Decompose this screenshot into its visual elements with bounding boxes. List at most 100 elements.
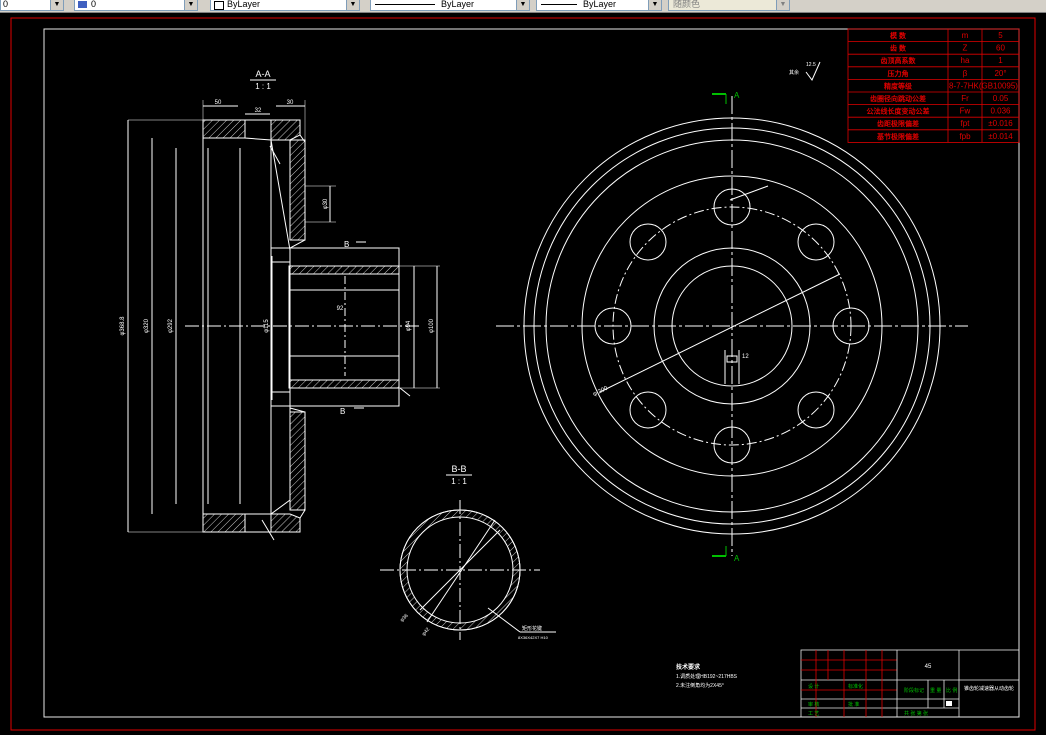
title-block-scale-label: 比 例 xyxy=(946,687,957,694)
param-name: 基节极限偏差 xyxy=(876,132,919,141)
param-symbol: Z xyxy=(963,44,968,53)
chevron-down-icon[interactable]: ▼ xyxy=(184,0,197,10)
title-block-approve-label: 批 准 xyxy=(848,701,859,708)
spline-note-line1: 矩形花键 xyxy=(522,625,542,632)
layer-state-combo[interactable]: 0 ▼ xyxy=(0,0,64,11)
dim-top-width-2: 32 xyxy=(255,108,262,114)
dim-bb-1: φ36 xyxy=(399,613,410,624)
linetype-value: ByLayer xyxy=(441,0,475,9)
param-value: 0.05 xyxy=(993,94,1009,103)
title-block-drawing-name: 锥齿轮减速器从动齿轮 xyxy=(964,685,1014,692)
param-value: 1 xyxy=(998,56,1003,65)
title-block-material: 45 xyxy=(925,664,932,670)
lineweight-combo[interactable]: ByLayer ▼ xyxy=(536,0,662,11)
section-bb-title: B-B xyxy=(451,464,466,474)
dim-hub-diameter: φ115 xyxy=(264,319,270,333)
rim-top-hatch xyxy=(202,119,246,139)
dim-bore-diameter: φ100 xyxy=(429,318,435,333)
param-name: 齿 数 xyxy=(890,44,907,53)
chevron-down-icon[interactable]: ▼ xyxy=(516,0,529,10)
param-name: 精度等级 xyxy=(884,81,913,90)
linetype-preview-icon xyxy=(375,4,435,5)
web-bottom-hatch xyxy=(289,411,306,511)
label-b-top: B xyxy=(344,240,349,249)
param-symbol: fpt xyxy=(961,119,971,128)
dim-hub-bore-d: φ94 xyxy=(406,320,412,331)
layer-icon xyxy=(78,1,87,8)
param-name: 模 数 xyxy=(890,31,907,40)
title-block-weight-label: 重 量 xyxy=(930,687,941,694)
label-b-bottom: B xyxy=(340,407,345,416)
title-block-standard-label: 标准化 xyxy=(848,683,863,690)
param-symbol: ha xyxy=(961,56,970,65)
dim-hole-diameter: φ30 xyxy=(323,198,329,209)
properties-toolbar: 0 ▼ 0 ▼ ByLayer ▼ ByLayer ▼ ByLayer ▼ 随颜… xyxy=(0,0,1046,13)
section-aa-view: A-A 1 : 1 φ368.8 φ320 xyxy=(120,69,440,541)
title-block-design-label: 设 计 xyxy=(808,683,819,690)
hub-bottom-hatch xyxy=(288,379,400,389)
param-value: 5 xyxy=(998,31,1003,40)
plotstyle-combo[interactable]: 随颜色 ▼ xyxy=(668,0,790,11)
layer-value: 0 xyxy=(91,0,97,9)
param-value: 0.036 xyxy=(990,107,1011,116)
sheet-outer-border xyxy=(10,17,1036,731)
hub-top-hatch xyxy=(288,265,400,275)
dim-bb-2: φ42 xyxy=(421,627,431,638)
linetype-combo[interactable]: ByLayer ▼ xyxy=(370,0,530,11)
param-name: 公法线长度变动公差 xyxy=(867,107,930,116)
gear-front-view: 12 φ 200 A A 12.5 其余 xyxy=(496,61,968,563)
dim-root-diameter: φ320 xyxy=(144,318,150,333)
dim-outer-diameter: φ368.8 xyxy=(120,316,126,336)
label-a-bottom: A xyxy=(734,554,740,563)
tech-req-line1: 1.调质处理HB192~217HBS xyxy=(676,673,738,680)
chevron-down-icon[interactable]: ▼ xyxy=(346,0,359,10)
param-value: 20° xyxy=(994,69,1006,78)
layer-state-value: 0 xyxy=(3,0,9,9)
color-combo[interactable]: ByLayer ▼ xyxy=(210,0,360,11)
tech-requirements: 技术要求 1.调质处理HB192~217HBS 2.未注倒角均为2X45° xyxy=(676,663,738,689)
drawing-frame xyxy=(43,28,1020,718)
title-block-scale-mark xyxy=(946,701,952,706)
param-value: ±0.016 xyxy=(988,119,1013,128)
param-table-border xyxy=(847,28,1020,143)
dim-hub-length: 92 xyxy=(337,306,344,312)
section-bb-scale: 1 : 1 xyxy=(451,477,467,486)
title-block-sheet-label: 共 张 第 张 xyxy=(904,710,928,717)
color-value: ByLayer xyxy=(227,0,261,9)
param-value: ±0.014 xyxy=(988,132,1013,141)
color-swatch-icon xyxy=(214,1,224,10)
section-aa-title: A-A xyxy=(255,69,270,79)
web-top-hatch xyxy=(289,139,306,241)
param-name: 齿距极限偏差 xyxy=(877,119,919,128)
param-symbol: fpb xyxy=(959,132,971,141)
lineweight-value: ByLayer xyxy=(583,0,617,9)
title-block-check-label: 审 核 xyxy=(808,701,819,708)
drawing-canvas[interactable]: A-A 1 : 1 φ368.8 φ320 xyxy=(0,12,1046,735)
roughness-other-label: 其余 xyxy=(789,69,799,76)
section-bb-view: B-B 1 : 1 φ36 φ42 矩形花键 8X36X42X7 H10 xyxy=(380,464,556,640)
lineweight-preview-icon xyxy=(541,4,577,5)
spline-note-line2: 8X36X42X7 H10 xyxy=(518,635,549,640)
roughness-mark: 12.5 xyxy=(806,62,816,68)
param-symbol: Fr xyxy=(961,94,969,103)
label-a-top: A xyxy=(734,91,740,100)
chevron-down-icon[interactable]: ▼ xyxy=(50,0,63,10)
title-block: 45 锥齿轮减速器从动齿轮 设 计 审 核 工 艺 标准化 批 准 阶段标记 重… xyxy=(800,649,1020,718)
chevron-down-icon[interactable]: ▼ xyxy=(648,0,661,10)
tech-req-title: 技术要求 xyxy=(676,663,701,671)
title-block-process-label: 工 艺 xyxy=(808,711,819,717)
param-symbol: m xyxy=(962,31,969,40)
param-name: 齿圈径向跳动公差 xyxy=(870,94,926,103)
chevron-down-icon[interactable]: ▼ xyxy=(776,0,789,10)
dim-key-width: 12 xyxy=(742,354,749,360)
param-symbol: Fw xyxy=(960,107,971,116)
layer-combo[interactable]: 0 ▼ xyxy=(74,0,198,11)
param-name: 齿顶高系数 xyxy=(881,56,917,65)
param-name: 压力角 xyxy=(888,69,909,78)
section-aa-scale: 1 : 1 xyxy=(255,82,271,91)
title-block-stage-label: 阶段标记 xyxy=(904,687,924,694)
tech-req-line2: 2.未注倒角均为2X45° xyxy=(676,682,724,689)
param-symbol: β xyxy=(963,69,968,78)
dim-top-width-3: 30 xyxy=(287,100,294,106)
